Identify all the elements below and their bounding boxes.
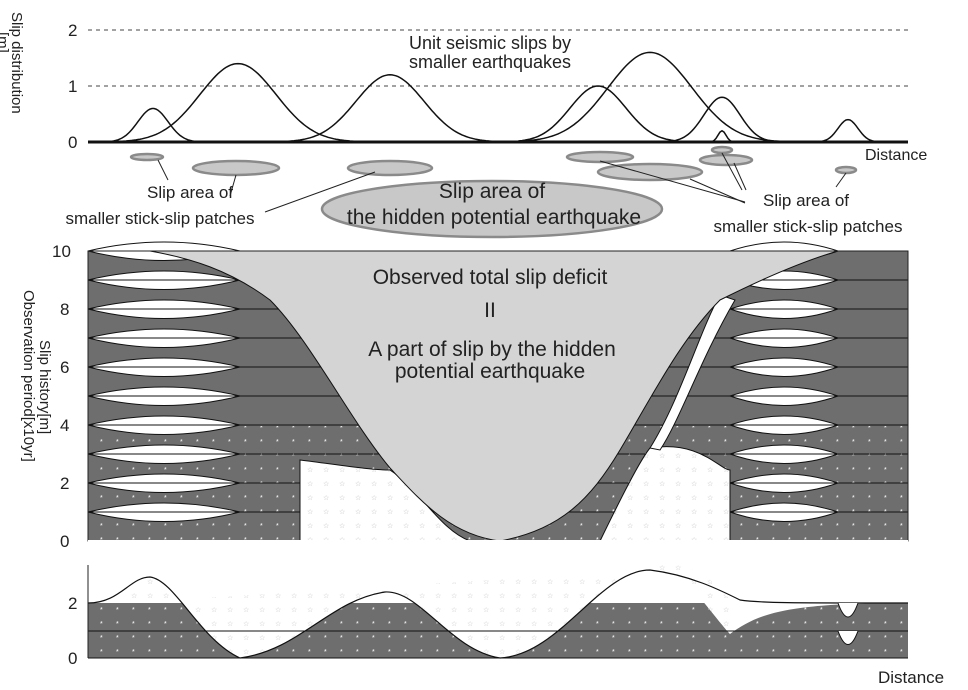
right-white-band [649,294,736,451]
bottom-unit-lines [88,630,908,659]
left-patch-label-line2: smaller stick-slip patches [66,209,255,228]
unit-slip-curve [88,85,908,143]
deficit-label: Observed total slip deficit [373,266,608,289]
left-patch-label-line1: Slip area of [147,183,233,202]
ylabel-line2: [m] [0,32,11,53]
slip-patches [129,145,858,239]
patch-ellipse [129,152,165,162]
title-line2: smaller earthquakes [409,52,571,72]
patch-ellipse [191,159,281,177]
patch-ellipse [346,159,434,177]
ytick: 0 [68,649,77,668]
leader-lines [157,152,847,213]
unit-slip-curve [88,107,908,143]
bottom-lens [837,602,859,645]
middle-panel: Observed total slip deficit II A part of… [20,241,909,551]
hidden-slip-label-line2: potential earthquake [395,360,585,383]
equals-sign: II [484,299,496,322]
ylabel-line2: Observation period[x10yr] [20,290,37,462]
middle-ylabel: Slip history[m] Observation period[x10yr… [20,290,53,462]
right-patch-label-line2: smaller stick-slip patches [714,217,903,236]
ytick: 2 [68,594,77,613]
title-line1: Unit seismic slips by [409,33,571,53]
bottom-envelope [87,569,909,659]
top-panel: 2 1 0 Slip distribution [m] Unit seismic… [0,12,927,239]
middle-yticks: 0 2 4 6 8 10 [52,242,71,551]
ylabel-line1: Slip history[m] [36,340,53,434]
patch-ellipse [710,145,734,155]
bottom-panel: 2 0 Distance [68,540,944,687]
hidden-slip-label-line1: A part of slip by the hidden [368,338,616,361]
slip-lenses [87,241,908,542]
hidden-earthquake-area [320,179,664,239]
bottom-xlabel: Distance [878,668,944,687]
unit-slip-curve [88,129,908,143]
top-ylabel: Slip distribution [m] [0,12,25,114]
ylabel-line1: Slip distribution [8,12,25,114]
hidden-eq-label-line1: Slip area of [439,180,545,203]
ytick: 6 [60,358,69,377]
hidden-eq-label-line2: the hidden potential earthquake [347,206,641,229]
ytick-0: 0 [68,133,77,152]
ytick-2: 2 [68,21,77,40]
unit-slip-curve [88,96,908,143]
patch-ellipse [565,150,635,164]
right-patch-label-line1: Slip area of [763,191,849,210]
ytick: 10 [52,242,71,261]
top-xlabel: Distance [865,147,927,164]
ytick-1: 1 [68,77,77,96]
patch-ellipse [596,162,704,182]
patch-ellipse [834,165,858,175]
unit-slip-curve [88,74,908,143]
ytick: 2 [60,474,69,493]
unit-slip-curve [88,62,908,143]
ytick: 0 [60,532,69,551]
ytick: 8 [60,300,69,319]
unit-slip-curve [88,118,908,143]
ytick: 4 [60,416,69,435]
